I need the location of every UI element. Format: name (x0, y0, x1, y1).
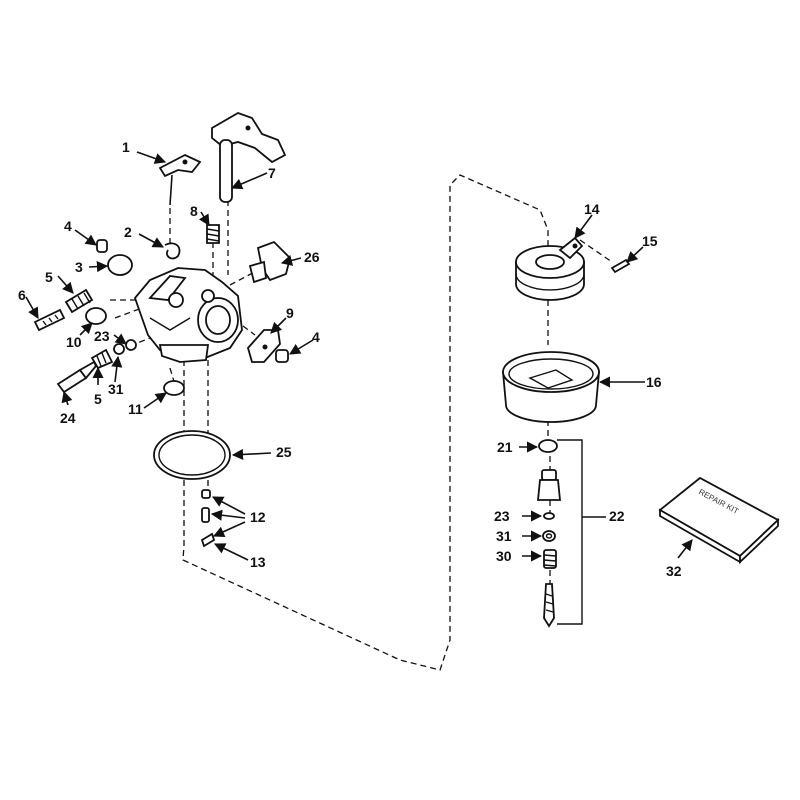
part-15-pin (610, 258, 631, 274)
callout-2: 2 (124, 224, 132, 240)
part-1-choke-shaft (158, 153, 202, 206)
callout-30: 30 (496, 548, 512, 564)
leader-arrows (25, 151, 693, 562)
callout-4-right: 4 (312, 329, 320, 345)
part-10-gasket (85, 307, 107, 325)
part-26-fitting (248, 240, 291, 284)
callout-32: 32 (666, 563, 682, 579)
part-8-spring (206, 224, 220, 244)
callout-21: 21 (497, 439, 513, 455)
part-21-gasket (538, 439, 558, 453)
part-11-seal (163, 380, 185, 396)
callout-22: 22 (609, 508, 625, 524)
callout-11: 11 (128, 401, 143, 417)
callout-4-upper: 4 (64, 218, 72, 234)
part-3-disc (107, 254, 133, 276)
part-14-float (515, 236, 585, 301)
callout-25: 25 (276, 444, 292, 460)
part-23-oring (125, 339, 137, 351)
part-24-needle (56, 360, 98, 394)
part-9-plate (246, 329, 281, 363)
part-13-pin (200, 532, 216, 548)
part-31-washer (113, 343, 125, 355)
callout-31-left: 31 (108, 381, 124, 397)
callout-5-lower: 5 (94, 391, 102, 407)
callout-9: 9 (286, 305, 294, 321)
callout-7: 7 (268, 165, 276, 181)
callout-16: 16 (646, 374, 662, 390)
callout-labels: 1 7 8 2 4 3 26 5 6 9 10 4 23 5 31 24 11 … (18, 139, 682, 579)
callout-23-left: 23 (94, 328, 110, 344)
part-12-jet (201, 489, 211, 523)
callout-6: 6 (18, 287, 26, 303)
callout-13: 13 (250, 554, 266, 570)
part-22-bowl-nut-assembly (537, 439, 583, 628)
callout-3: 3 (75, 259, 83, 275)
callout-31-right: 31 (496, 528, 512, 544)
callout-1: 1 (122, 139, 130, 155)
part-4-screw-right (275, 349, 289, 363)
part-16-bowl (502, 351, 600, 423)
callout-24: 24 (60, 410, 76, 426)
callout-12: 12 (250, 509, 266, 525)
callout-14: 14 (584, 201, 600, 217)
part-4-screw (96, 239, 108, 253)
callout-5-upper: 5 (45, 269, 53, 285)
callout-26: 26 (304, 249, 320, 265)
callout-10: 10 (66, 334, 82, 350)
part-6-screw (33, 308, 66, 332)
part-32-repair-kit: REPAIR KIT (658, 476, 780, 565)
part-5-spring (64, 288, 94, 314)
part-2-spring (164, 242, 181, 260)
callout-23-right: 23 (494, 508, 510, 524)
callout-8: 8 (190, 203, 198, 219)
carburetor-body (133, 267, 243, 363)
part-25-bowl-gasket (153, 430, 231, 480)
part-7-throttle-shaft (211, 112, 287, 203)
callout-15: 15 (642, 233, 658, 249)
